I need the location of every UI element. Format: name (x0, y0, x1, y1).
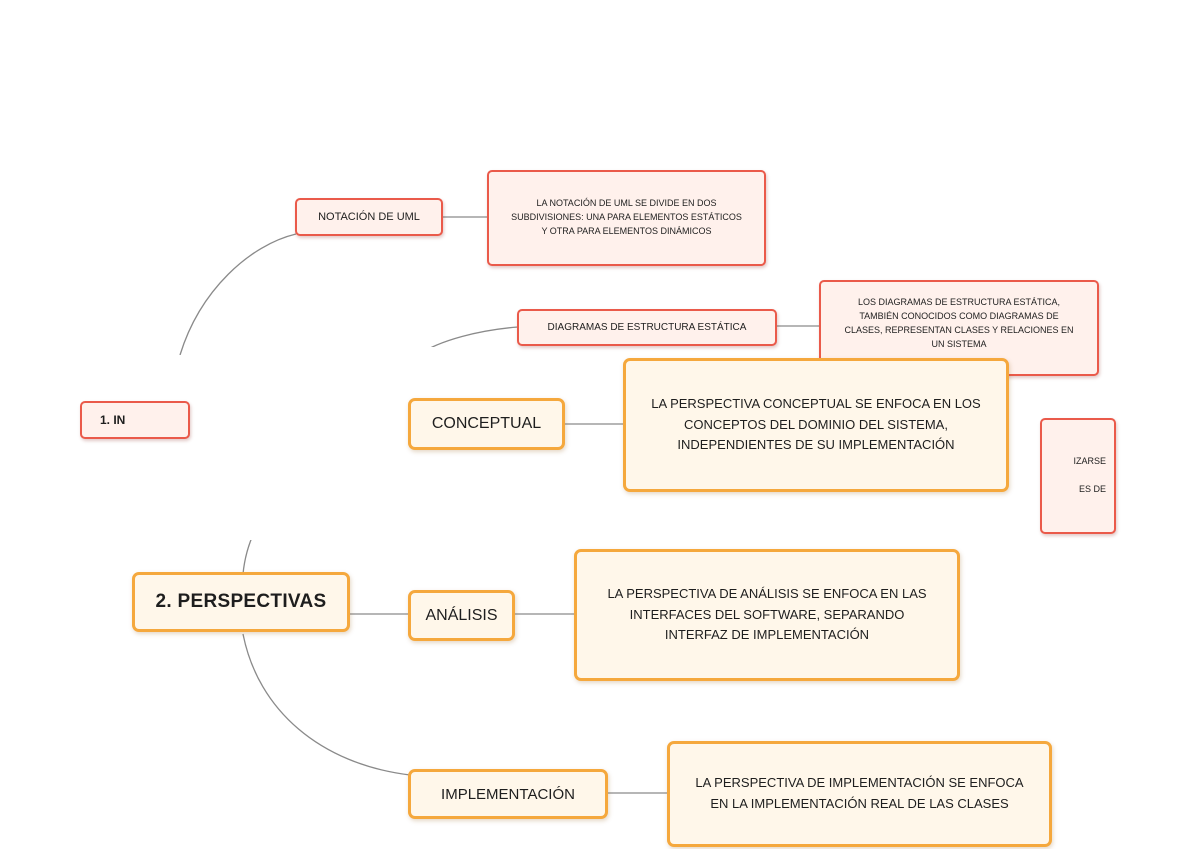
node-conceptual-desc-text: LA PERSPECTIVA CONCEPTUAL SE ENFOCA EN L… (651, 395, 981, 453)
node-implementacion-desc-text: LA PERSPECTIVA DE IMPLEMENTACIÓN SE ENFO… (695, 775, 1024, 811)
node-analisis-desc: LA PERSPECTIVA DE ANÁLISIS SE ENFOCA EN … (574, 549, 960, 681)
node-intro-fragment: 1. IN (80, 401, 190, 439)
node-analisis-label: ANÁLISIS (425, 606, 498, 624)
node-conceptual-desc: LA PERSPECTIVA CONCEPTUAL SE ENFOCA EN L… (623, 358, 1009, 492)
node-perspectivas: 2. PERSPECTIVAS (132, 572, 350, 632)
node-diagramas-estructura-estatica-label: DIAGRAMAS DE ESTRUCTURA ESTÁTICA (547, 322, 747, 333)
node-notacion-uml: NOTACIÓN DE UML (295, 198, 443, 236)
node-diagramas-estructura-estatica: DIAGRAMAS DE ESTRUCTURA ESTÁTICA (517, 309, 777, 346)
node-notacion-desc: LA NOTACIÓN DE UML SE DIVIDE EN DOS SUBD… (487, 170, 766, 266)
node-implementacion-label: IMPLEMENTACIÓN (441, 785, 575, 803)
node-notacion-uml-label: NOTACIÓN DE UML (318, 211, 420, 223)
node-estatica-desc-text: LOS DIAGRAMAS DE ESTRUCTURA ESTÁTICA, TA… (844, 297, 1074, 349)
node-analisis-desc-text: LA PERSPECTIVA DE ANÁLISIS SE ENFOCA EN … (607, 585, 927, 643)
node-conceptual-label: CONCEPTUAL (431, 415, 542, 432)
node-analisis: ANÁLISIS (408, 590, 515, 641)
node-partial-desc: IZARSE ES DE (1040, 418, 1116, 534)
node-implementacion: IMPLEMENTACIÓN (408, 769, 608, 819)
connector-perspectivas-implementacion (242, 633, 411, 776)
connector-intro-notacion (179, 233, 297, 356)
node-implementacion-desc: LA PERSPECTIVA DE IMPLEMENTACIÓN SE ENFO… (667, 741, 1052, 847)
node-conceptual: CONCEPTUAL (408, 398, 565, 450)
node-notacion-desc-text: LA NOTACIÓN DE UML SE DIVIDE EN DOS SUBD… (511, 198, 742, 236)
node-partial-desc-text: IZARSE ES DE (1073, 456, 1106, 494)
node-intro-fragment-label: 1. IN (100, 413, 126, 427)
white-cover-left (130, 355, 415, 540)
node-perspectivas-title: 2. PERSPECTIVAS (155, 591, 327, 612)
